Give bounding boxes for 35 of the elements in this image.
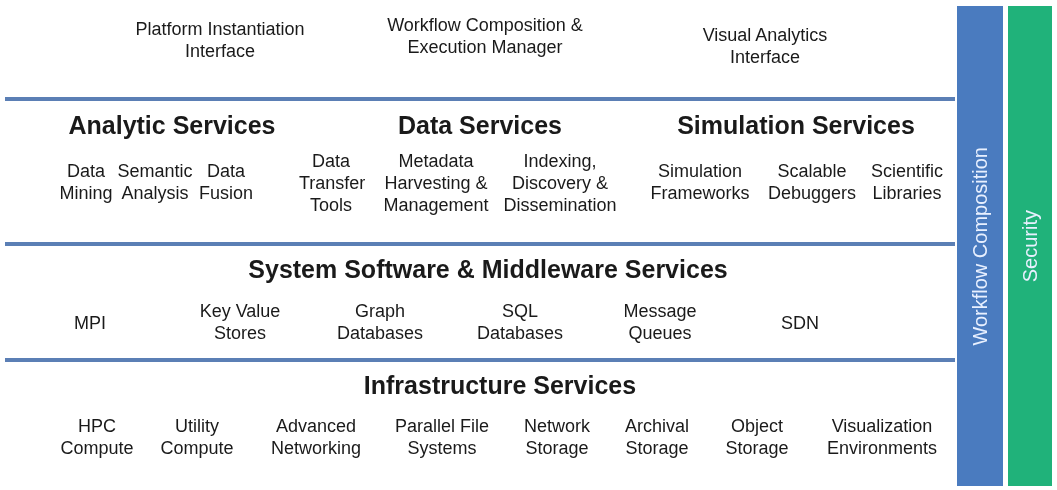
vertical-band — [1008, 6, 1052, 486]
layer-heading: System Software & Middleware Services — [247, 254, 729, 284]
service-label: Metadata Harvesting & Management — [382, 150, 490, 216]
service-label: Message Queues — [622, 300, 698, 344]
interface-label: Visual Analytics Interface — [701, 24, 829, 68]
service-label: HPC Compute — [59, 415, 135, 459]
service-label: Parallel File Systems — [393, 415, 490, 459]
service-label: Indexing, Discovery & Dissemination — [502, 150, 618, 216]
service-label: Data Fusion — [198, 160, 254, 204]
band-label: Security — [1018, 209, 1042, 283]
layer-heading: Infrastructure Services — [362, 370, 638, 400]
layer-heading: Simulation Services — [676, 110, 916, 140]
service-label: Scalable Debuggers — [766, 160, 858, 204]
service-label: Key Value Stores — [198, 300, 282, 344]
layer-heading: Data Services — [397, 110, 563, 140]
service-label: Graph Databases — [335, 300, 425, 344]
service-label: SQL Databases — [475, 300, 565, 344]
service-label: Network Storage — [523, 415, 591, 459]
service-label: MPI — [73, 312, 107, 334]
service-label: Advanced Networking — [269, 415, 362, 459]
service-label: Simulation Frameworks — [649, 160, 751, 204]
service-label: Data Transfer Tools — [299, 150, 363, 216]
service-label: Scientific Libraries — [870, 160, 944, 204]
interface-label: Platform Instantiation Interface — [134, 18, 306, 62]
service-label: Semantic Analysis — [116, 160, 194, 204]
service-label: Data Mining — [58, 160, 114, 204]
service-label: Utility Compute — [159, 415, 235, 459]
service-label: Archival Storage — [624, 415, 690, 459]
layer-heading: Analytic Services — [67, 110, 277, 140]
band-label: Workflow Composition — [968, 146, 992, 346]
interface-label: Workflow Composition & Execution Manager — [386, 14, 584, 58]
service-label: Visualization Environments — [825, 415, 939, 459]
vertical-band — [957, 6, 1003, 486]
service-label: Object Storage — [724, 415, 790, 459]
service-label: SDN — [780, 312, 820, 334]
